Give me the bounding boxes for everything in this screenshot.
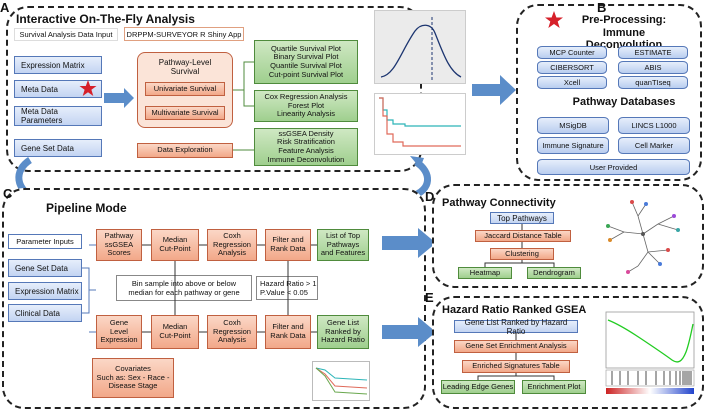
immune-mcp-counter: MCP Counter (537, 46, 607, 59)
survival-plots-list: Quartile Survival Plot Binary Survival P… (254, 40, 358, 84)
filter-rank-bottom: Filter and Rank Data (265, 315, 311, 349)
gene-hit-ticks (611, 371, 692, 385)
pathway-databases-title: Pathway Databases (572, 96, 676, 108)
panel-d-title: Pathway Connectivity (442, 197, 556, 209)
cox-regression-list: Cox Regression Analysis Forest Plot Line… (254, 90, 358, 122)
dendrogram: Dendrogram (527, 267, 581, 279)
arrow-right-icon (382, 228, 436, 258)
panel-a-letter: A (0, 0, 10, 15)
jaccard-distance-table: Jaccard Distance Table (475, 230, 571, 242)
running-es-curve (607, 319, 694, 363)
immune-quantiseq: quanTIseq (618, 76, 688, 89)
pathway-ssgsea-scores: Pathway ssGSEA Scores (96, 229, 142, 261)
input-meta-data-parameters: Meta Data Parameters (14, 106, 102, 126)
input-meta-data: Meta Data (14, 80, 102, 98)
db-msigdb: MSigDB (537, 117, 609, 134)
app-name-label: DRPPM-SURVEYOR R Shiny App (124, 27, 244, 41)
input-expression-matrix: Expression Matrix (14, 56, 102, 74)
hazard-ratio-note: Hazard Ratio > 1 P.Value < 0.05 (256, 276, 318, 300)
c-input-expression-matrix: Expression Matrix (8, 282, 82, 300)
clustering: Clustering (490, 248, 554, 260)
network-dendrogram-thumbnail (606, 200, 680, 274)
gene-level-expression: Gene Level Expression (96, 315, 142, 349)
leading-edge-genes: Leading Edge Genes (441, 380, 515, 394)
es-plot-frame (605, 311, 695, 369)
parameter-inputs: Parameter Inputs (8, 234, 82, 249)
immune-estimate: ESTIMATE (618, 46, 688, 59)
star-icon (545, 11, 563, 28)
panel-d-letter: D (425, 189, 435, 204)
panel-c-letter: C (3, 186, 13, 201)
immune-cibersort: CIBERSORT (537, 61, 607, 74)
arrow-c-to-d (382, 228, 436, 258)
list-top-pathways: List of Top Pathways and Features (317, 229, 369, 261)
panel-c-title: Pipeline Mode (46, 201, 127, 215)
arrow-right-icon (382, 317, 436, 347)
panel-b-letter: B (597, 0, 607, 15)
exploration-list: ssGSEA Density Risk Stratification Featu… (254, 128, 358, 166)
db-lincs-l1000: LINCS L1000 (618, 117, 690, 134)
panel-e-letter: E (425, 290, 434, 305)
data-exploration: Data Exploration (137, 143, 233, 158)
panel-a-title: Interactive On-The-Fly Analysis (16, 12, 195, 26)
arrow-right-icon (472, 75, 516, 105)
gene-list-ranked: Gene List Ranked by Hazard Ratio (317, 315, 369, 349)
gene-list-ranked-hr: Gene List Ranked by Hazard Ratio (454, 318, 578, 336)
c-input-clinical-data: Clinical Data (8, 304, 82, 322)
rank-gradient-bar (606, 388, 694, 394)
multivariate-survival: Multivariate Survival (145, 106, 225, 120)
median-cutpoint-top: Median Cut-Point (151, 229, 199, 261)
heatmap: Heatmap (458, 267, 512, 279)
input-gene-set-data: Gene Set Data (14, 139, 102, 157)
coxh-regression-bottom: Coxh Regression Analysis (207, 315, 257, 349)
top-pathways: Top Pathways (490, 212, 554, 224)
cov-curve-2 (315, 367, 368, 389)
univariate-survival: Univariate Survival (145, 82, 225, 96)
survival-data-input-label: Survival Analysis Data Input (14, 28, 118, 41)
km-curve-2 (379, 97, 461, 147)
km-plot-thumbnail (374, 93, 466, 155)
immune-xcell: Xcell (537, 76, 607, 89)
coxh-regression-top: Coxh Regression Analysis (207, 229, 257, 261)
db-immune-signature: Immune Signature (537, 137, 609, 154)
density-plot-thumbnail (374, 10, 466, 84)
filter-rank-top: Filter and Rank Data (265, 229, 311, 261)
covariate-km-thumbnail (312, 361, 370, 401)
panel-e-title: Hazard Ratio Ranked GSEA (442, 304, 587, 316)
arrow-c-to-e (382, 317, 436, 347)
density-curve (380, 24, 462, 78)
gene-set-enrichment-analysis: Gene Set Enrichment Analysis (454, 340, 578, 353)
bin-sample-note: Bin sample into above or below median fo… (116, 275, 252, 301)
enrichment-plot: Enrichment Plot (522, 380, 586, 394)
arrow-a-to-b (472, 75, 516, 105)
km-curve-1 (379, 97, 461, 127)
hit-bar-frame (605, 369, 695, 387)
median-cutpoint-bottom: Median Cut-Point (151, 315, 199, 349)
panel-b-star (545, 11, 563, 28)
db-user-provided: User Provided (537, 159, 690, 175)
covariates: Covariates Such as: Sex - Race - Disease… (92, 358, 174, 398)
cov-curve-1 (315, 367, 368, 381)
c-input-gene-set-data: Gene Set Data (8, 259, 82, 277)
db-cell-marker: Cell Marker (618, 137, 690, 154)
enriched-signatures-table: Enriched Signatures Table (462, 360, 570, 373)
pathway-level-survival: Pathway-Level Survival (158, 58, 212, 76)
enrichment-plot-thumbnail (605, 311, 695, 394)
cov-curve-3 (315, 367, 368, 395)
immune-abis: ABIS (618, 61, 688, 74)
